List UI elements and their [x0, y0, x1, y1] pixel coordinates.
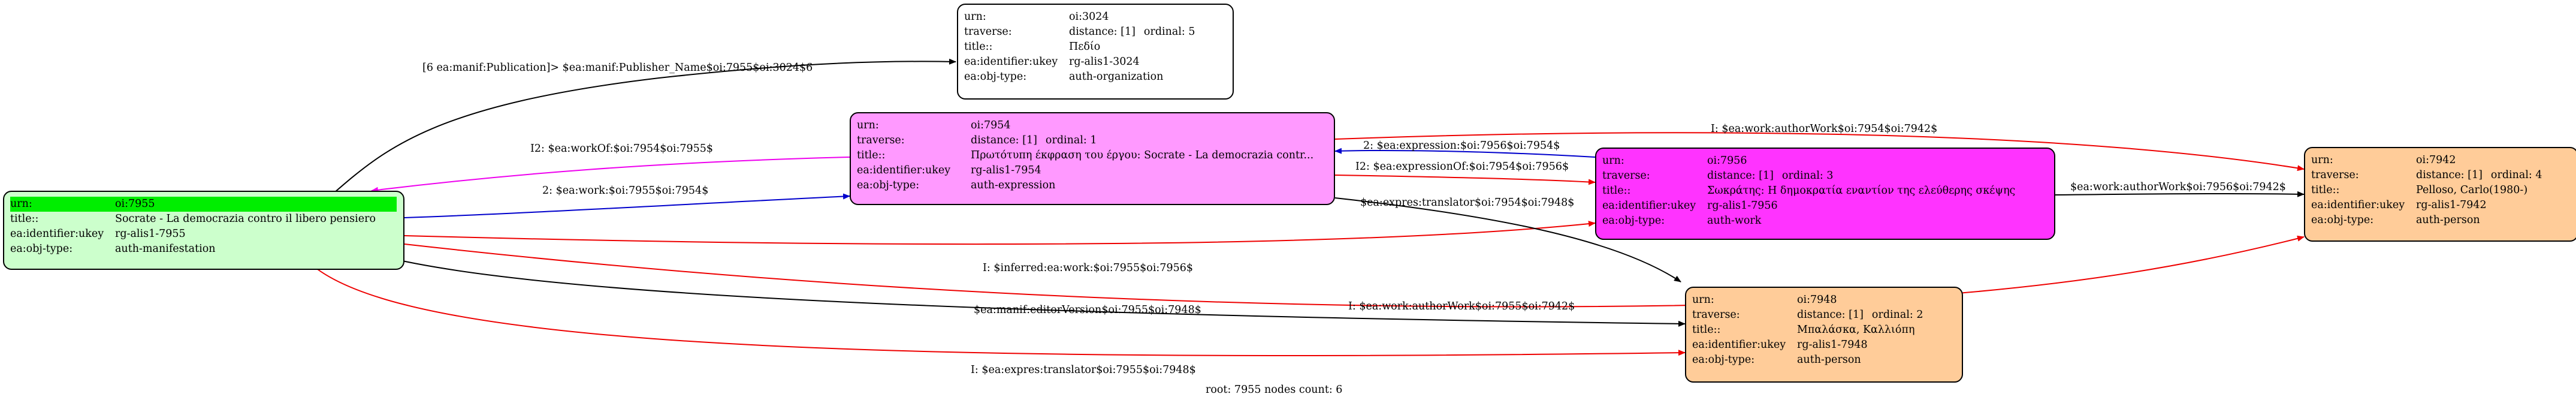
traverse-ordinal: ordinal: 5 — [1143, 26, 1195, 38]
edge-label-publisher: [6 ea:manif:Publication]> $ea:manif:Publ… — [422, 62, 813, 74]
ukey-value: rg-alis1-3024 — [1069, 56, 1140, 68]
node-oi-3024[interactable]: urn: oi:3024 traverse: distance: [1] ordina… — [957, 4, 1234, 100]
traverse-key: traverse: — [1692, 309, 1740, 321]
title-value: Socrate - La democrazia contro il libero… — [115, 213, 376, 225]
urn-value: oi:7955 — [115, 197, 397, 212]
urn-key: urn: — [1602, 155, 1624, 167]
ukey-key: ea:identifier:ukey — [964, 56, 1058, 68]
edge-label-authorwork-7956: $ea:work:authorWork$oi:7956$oi:7942$ — [2070, 181, 2286, 193]
type-key: ea:obj-type: — [1692, 354, 1755, 366]
traverse-distance: distance: [1] — [2416, 169, 2483, 181]
type-value: auth-work — [1707, 215, 1762, 227]
type-key: ea:obj-type: — [2311, 214, 2374, 226]
edge-work: 2: $ea:work:$oi:7955$oi:7954$ — [404, 185, 850, 218]
title-key: title:: — [1692, 324, 1721, 336]
ukey-value: rg-alis1-7942 — [2416, 199, 2487, 211]
node-oi-7956[interactable]: urn: oi:7956 traverse: distance: [1] ordina… — [1595, 148, 2055, 240]
edge-publisher: [6 ea:manif:Publication]> $ea:manif:Publ… — [329, 58, 956, 197]
edge-translator-7954: $ea:expres:translator$oi:7954$oi:7948$ — [1334, 197, 1681, 282]
type-value: auth-person — [2416, 214, 2480, 226]
traverse-distance: distance: [1] — [1707, 170, 1774, 182]
type-value: auth-expression — [971, 179, 1056, 191]
edge-label-expression: 2: $ea:expression:$oi:7956$oi:7954$ — [1363, 140, 1560, 152]
title-value: Πρωτότυπη έκφραση του έργου: Socrate - L… — [971, 149, 1314, 161]
title-key: title:: — [857, 149, 886, 161]
traverse-key: traverse: — [2311, 169, 2359, 181]
ukey-key: ea:identifier:ukey — [10, 228, 104, 240]
title-value: Pelloso, Carlo(1980-) — [2416, 184, 2528, 196]
traverse-key: traverse: — [857, 134, 905, 146]
type-value: auth-organization — [1069, 71, 1164, 83]
title-key: title:: — [10, 213, 39, 225]
edge-inferred-work: I: $inferred:ea:work:$oi:7955$oi:7956$ — [404, 221, 1596, 274]
traverse-ordinal: ordinal: 1 — [1045, 134, 1097, 146]
title-value: Σωκράτης: Η δημοκρατία εναντίον της ελεύ… — [1707, 185, 2016, 197]
ukey-value: rg-alis1-7954 — [971, 164, 1041, 176]
title-key: title:: — [2311, 184, 2340, 196]
ukey-key: ea:identifier:ukey — [857, 164, 951, 176]
edge-authorwork-7955: I: $ea:work:authorWork$oi:7955$oi:7942$ — [404, 235, 2305, 312]
type-key: ea:obj-type: — [10, 243, 73, 255]
urn-key: urn: — [964, 11, 986, 23]
edge-expressionof: I2: $ea:expressionOf:$oi:7954$oi:7956$ — [1334, 161, 1596, 185]
type-key: ea:obj-type: — [964, 71, 1027, 83]
urn-key: urn: — [1692, 294, 1714, 306]
urn-key: urn: — [857, 119, 879, 131]
edge-workof: I2: $ea:workOf:$oi:7954$oi:7955$ — [371, 143, 850, 193]
node-oi-7948[interactable]: urn: oi:7948 traverse: distance: [1] ordina… — [1685, 287, 1963, 383]
traverse-distance: distance: [1] — [1797, 309, 1864, 321]
ukey-value: rg-alis1-7956 — [1707, 200, 1778, 212]
urn-value: oi:3024 — [1069, 11, 1109, 23]
node-oi-7954[interactable]: urn: oi:7954 traverse: distance: [1] ordina… — [850, 112, 1335, 205]
urn-value: oi:7954 — [971, 119, 1011, 131]
ukey-value: rg-alis1-7955 — [115, 228, 186, 240]
urn-key: urn: — [10, 197, 115, 212]
type-value: auth-manifestation — [115, 243, 216, 255]
traverse-distance: distance: [1] — [971, 134, 1037, 146]
urn-value: oi:7942 — [2416, 154, 2456, 166]
urn-value: oi:7956 — [1707, 155, 1747, 167]
graph-footer-caption: root: 7955 nodes count: 6 — [1206, 384, 1343, 396]
traverse-distance: distance: [1] — [1069, 26, 1136, 38]
type-key: ea:obj-type: — [857, 179, 920, 191]
edge-editor: $ea:manif:editorVersion$oi:7955$oi:7948$ — [365, 251, 1686, 327]
edge-label-authorwork-7954: I: $ea:work:authorWork$oi:7954$oi:7942$ — [1711, 123, 1937, 135]
title-key: title:: — [1602, 185, 1631, 197]
edge-label-authorwork-7955: I: $ea:work:authorWork$oi:7955$oi:7942$ — [1348, 300, 1575, 312]
edge-label-inferred-work: I: $inferred:ea:work:$oi:7955$oi:7956$ — [983, 262, 1193, 274]
edge-label-work: 2: $ea:work:$oi:7955$oi:7954$ — [542, 185, 708, 197]
node-oi-7942[interactable]: urn: oi:7942 traverse: distance: [1] ordina… — [2304, 147, 2576, 242]
edge-label-expressionof: I2: $ea:expressionOf:$oi:7954$oi:7956$ — [1355, 161, 1569, 173]
edge-authorwork-7956: $ea:work:authorWork$oi:7956$oi:7942$ — [2055, 181, 2305, 197]
edge-label-translator-7954: $ea:expres:translator$oi:7954$oi:7948$ — [1360, 197, 1574, 209]
edge-label-translator-7955: I: $ea:expres:translator$oi:7955$oi:7948… — [971, 364, 1196, 376]
traverse-key: traverse: — [964, 26, 1012, 38]
urn-key: urn: — [2311, 154, 2333, 166]
ukey-key: ea:identifier:ukey — [2311, 199, 2405, 211]
edge-expression: 2: $ea:expression:$oi:7956$oi:7954$ — [1334, 140, 1596, 158]
title-value: Πεδίο — [1069, 41, 1101, 53]
urn-value: oi:7948 — [1797, 294, 1837, 306]
type-key: ea:obj-type: — [1602, 215, 1665, 227]
traverse-ordinal: ordinal: 2 — [1871, 309, 1923, 321]
title-key: title:: — [964, 41, 993, 53]
edge-authorwork-7954: I: $ea:work:authorWork$oi:7954$oi:7942$ — [1334, 123, 2305, 172]
ukey-key: ea:identifier:ukey — [1692, 339, 1786, 351]
ukey-value: rg-alis1-7948 — [1797, 339, 1868, 351]
title-value: Μπαλάσκα, Καλλιόπη — [1797, 324, 1915, 336]
ukey-key: ea:identifier:ukey — [1602, 200, 1696, 212]
traverse-key: traverse: — [1602, 170, 1650, 182]
edge-label-workof: I2: $ea:workOf:$oi:7954$oi:7955$ — [530, 143, 713, 155]
node-oi-7955-root[interactable]: urn:oi:7955 title::Socrate - La democraz… — [3, 191, 404, 270]
edge-translator-7955: I: $ea:expres:translator$oi:7955$oi:7948… — [299, 251, 1686, 376]
edge-label-editor: $ea:manif:editorVersion$oi:7955$oi:7948$ — [974, 304, 1201, 316]
type-value: auth-person — [1797, 354, 1861, 366]
traverse-ordinal: ordinal: 4 — [2490, 169, 2542, 181]
traverse-ordinal: ordinal: 3 — [1781, 170, 1834, 182]
